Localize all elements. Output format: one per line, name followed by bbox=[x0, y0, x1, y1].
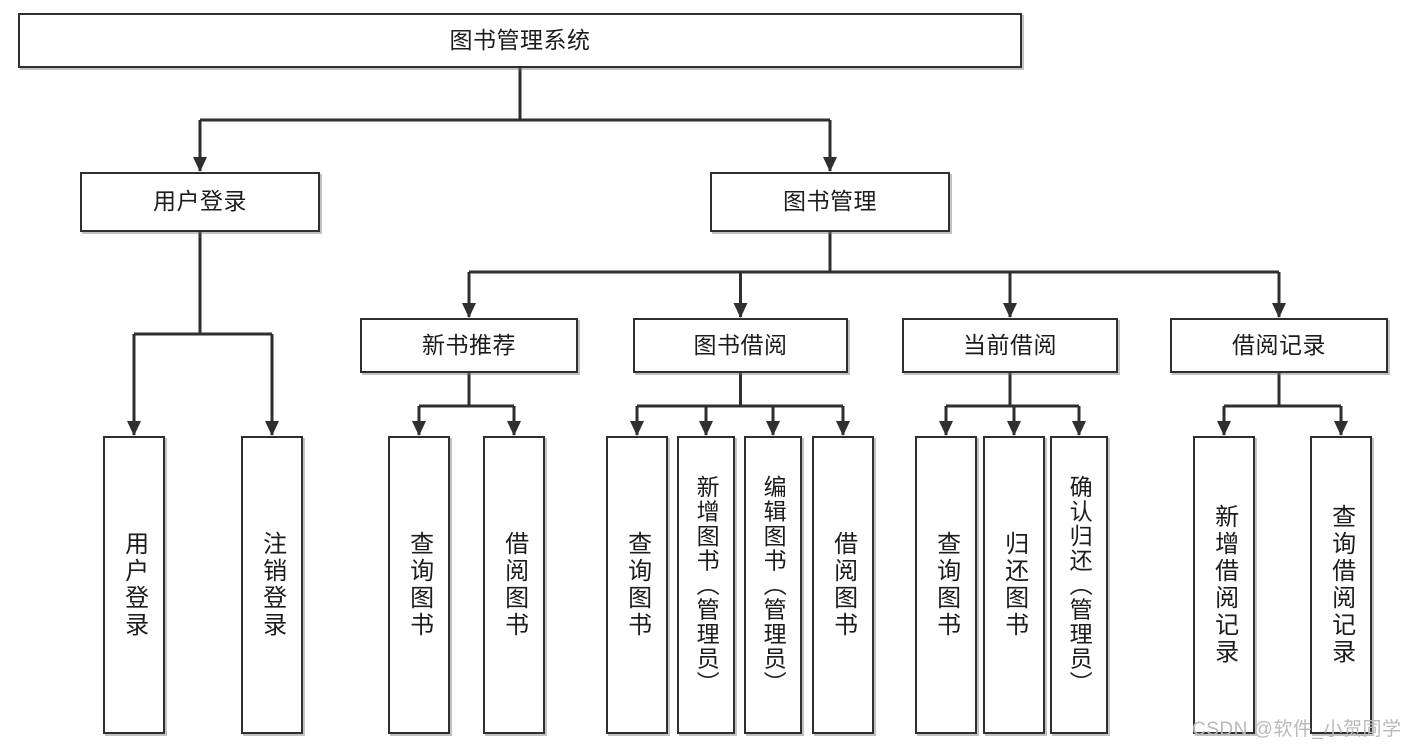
node-leaf-return-book[interactable]: 归还图书 bbox=[983, 436, 1045, 734]
arrowhead bbox=[823, 157, 837, 172]
node-label: 查询图书 bbox=[405, 531, 433, 639]
arrowhead bbox=[462, 303, 476, 318]
node-label: 用户登录 bbox=[120, 531, 148, 639]
node-leaf-query-book-1[interactable]: 查询图书 bbox=[388, 436, 450, 734]
arrowhead bbox=[1007, 421, 1021, 436]
node-current[interactable]: 当前借阅 bbox=[902, 318, 1118, 373]
node-label: 用户登录 bbox=[153, 188, 247, 215]
arrowhead bbox=[1334, 421, 1348, 436]
node-label: 新书推荐 bbox=[422, 331, 516, 358]
arrowhead bbox=[193, 157, 207, 172]
node-label: 新增借阅记录 bbox=[1210, 504, 1238, 666]
node-leaf-borrow-book-1[interactable]: 借阅图书 bbox=[483, 436, 545, 734]
arrowhead bbox=[630, 421, 644, 436]
arrowhead bbox=[766, 421, 780, 436]
arrowhead bbox=[265, 421, 279, 436]
node-newbook[interactable]: 新书推荐 bbox=[360, 318, 578, 373]
node-label: 当前借阅 bbox=[963, 331, 1057, 358]
node-leaf-query-book-3[interactable]: 查询图书 bbox=[915, 436, 977, 734]
node-label: 图书借阅 bbox=[693, 331, 788, 358]
node-leaf-logout[interactable]: 注销登录 bbox=[241, 436, 303, 734]
arrowhead bbox=[1272, 303, 1286, 318]
arrowhead bbox=[939, 421, 953, 436]
node-leaf-query-record[interactable]: 查询借阅记录 bbox=[1310, 436, 1372, 734]
node-label: 确认归还（管理员） bbox=[1066, 474, 1093, 696]
arrowhead bbox=[836, 421, 850, 436]
arrowhead bbox=[1072, 421, 1086, 436]
node-login[interactable]: 用户登录 bbox=[80, 172, 320, 232]
node-root[interactable]: 图书管理系统 bbox=[18, 13, 1022, 68]
node-label: 注销登录 bbox=[258, 531, 286, 639]
node-leaf-user-login[interactable]: 用户登录 bbox=[103, 436, 165, 734]
node-leaf-add-record[interactable]: 新增借阅记录 bbox=[1193, 436, 1255, 734]
node-label: 查询借阅记录 bbox=[1327, 504, 1355, 666]
arrowhead bbox=[412, 421, 426, 436]
node-leaf-confirm-return[interactable]: 确认归还（管理员） bbox=[1050, 436, 1108, 734]
node-label: 图书管理 bbox=[783, 188, 877, 215]
node-leaf-borrow-book-2[interactable]: 借阅图书 bbox=[812, 436, 874, 734]
node-label: 借阅记录 bbox=[1232, 331, 1326, 358]
node-borrow[interactable]: 图书借阅 bbox=[633, 318, 848, 373]
node-label: 归还图书 bbox=[1000, 531, 1028, 639]
node-bookmgmt[interactable]: 图书管理 bbox=[710, 172, 950, 232]
node-label: 借阅图书 bbox=[500, 531, 528, 639]
arrowhead bbox=[1217, 421, 1231, 436]
node-records[interactable]: 借阅记录 bbox=[1170, 318, 1388, 373]
arrowhead bbox=[1003, 303, 1017, 318]
node-leaf-query-book-2[interactable]: 查询图书 bbox=[606, 436, 668, 734]
csdn-watermark: CSDN @软件_小贺同学 bbox=[1192, 719, 1402, 740]
node-leaf-edit-book[interactable]: 编辑图书（管理员） bbox=[744, 436, 802, 734]
arrowhead bbox=[127, 421, 141, 436]
node-label: 编辑图书（管理员） bbox=[760, 474, 787, 696]
node-label: 查询图书 bbox=[932, 531, 960, 639]
node-leaf-add-book[interactable]: 新增图书（管理员） bbox=[677, 436, 735, 734]
node-label: 新增图书（管理员） bbox=[693, 474, 720, 696]
node-label: 查询图书 bbox=[623, 531, 651, 639]
arrowhead bbox=[507, 421, 521, 436]
node-label: 借阅图书 bbox=[829, 531, 857, 639]
arrowhead bbox=[699, 421, 713, 436]
arrowhead bbox=[733, 303, 748, 318]
node-label: 图书管理系统 bbox=[449, 26, 591, 53]
